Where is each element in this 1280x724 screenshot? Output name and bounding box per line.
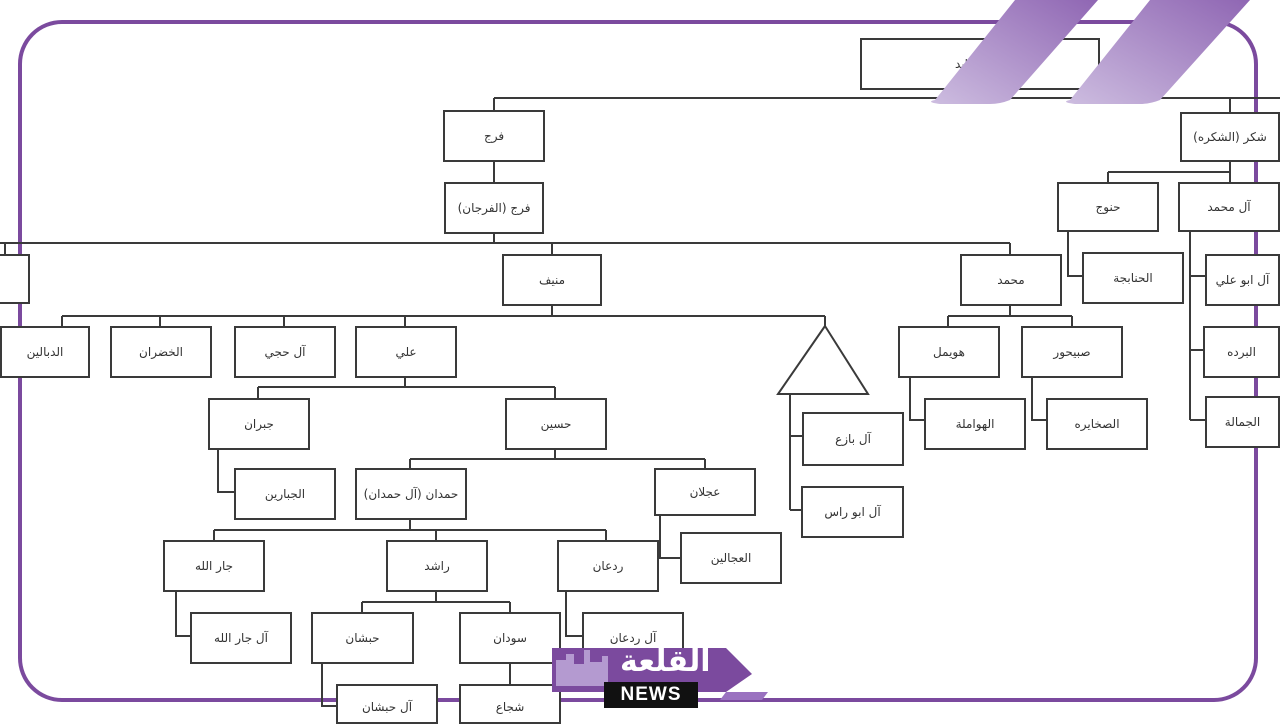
node-munif: منيف [502, 254, 602, 306]
node-jibran: جبران [208, 398, 310, 450]
node-habshan: حبشان [311, 612, 414, 664]
node-ajaleen: العجالين [680, 532, 782, 584]
logo-title: القلعة [620, 644, 711, 679]
node-jamaleh: الجمالة [1205, 396, 1280, 448]
node-hussein: حسين [505, 398, 607, 450]
node-ajlan: عجلان [654, 468, 756, 516]
node-bardeh: البرده [1203, 326, 1280, 378]
node-jabareen: الجبارين [234, 468, 336, 520]
node-hanouj: حنوج [1057, 182, 1159, 232]
node-faraj-alfarajan: فرج (الفرجان) [444, 182, 544, 234]
node-khudaran: الخضران [110, 326, 212, 378]
node-ali: علي [355, 326, 457, 378]
node-al-abu-ras: آل ابو راس [801, 486, 904, 538]
logo-subtitle: NEWS [604, 682, 698, 708]
node-subaihour: صبيحور [1021, 326, 1123, 378]
node-al-abu-ali: آل ابو علي [1205, 254, 1280, 306]
node-shuja: شجاع [459, 684, 561, 724]
node-faraj: فرج [443, 110, 545, 162]
node-shaker: شكر (الشكره) [1180, 112, 1280, 162]
node-mohammed: محمد [960, 254, 1062, 306]
node-sudan: سودان [459, 612, 561, 664]
node-huwaimel: هويمل [898, 326, 1000, 378]
node-al-mohammed-right: آل محمد [1178, 182, 1280, 232]
node-rad-an: ردعان [557, 540, 659, 592]
triangle-group-marker [776, 324, 870, 395]
node-dabayleh: الدبالين [0, 326, 90, 378]
node-hanabjeh: الحنابجة [1082, 252, 1184, 304]
node-rashed: راشد [386, 540, 488, 592]
node-al-habshan: آل حبشان [336, 684, 438, 724]
node-left-cutoff [0, 254, 30, 304]
node-sakhayreh: الصخايره [1046, 398, 1148, 450]
node-al-haji: آل حجي [234, 326, 336, 378]
node-jarallah: جار الله [163, 540, 265, 592]
node-al-jarallah: آل جار الله [190, 612, 292, 664]
node-hawamleh: الهواملة [924, 398, 1026, 450]
node-hamdan: حمدان (آل حمدان) [355, 468, 467, 520]
node-al-bazea: آل بازع [802, 412, 904, 466]
alqalaa-news-logo [552, 648, 768, 700]
